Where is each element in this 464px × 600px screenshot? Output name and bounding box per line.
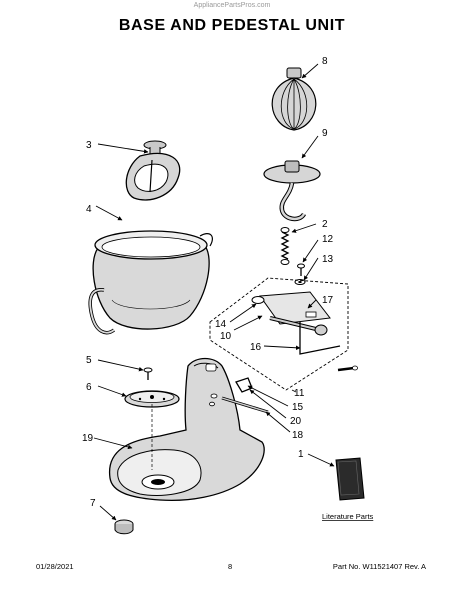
callout-14: 14 bbox=[215, 319, 227, 330]
footer-date: 01/28/2021 bbox=[36, 562, 74, 571]
pin-part[interactable] bbox=[337, 365, 358, 372]
rod-part[interactable] bbox=[221, 396, 269, 414]
hinge-assembly-outline bbox=[209, 277, 349, 391]
flat-beater-part[interactable] bbox=[125, 140, 181, 201]
callout-3: 3 bbox=[86, 140, 92, 151]
callout-7: 7 bbox=[90, 498, 96, 509]
footer-part-number: Part No. W11521407 Rev. A bbox=[332, 562, 426, 571]
callout-5: 5 bbox=[86, 355, 92, 366]
screw-part-12[interactable] bbox=[297, 263, 305, 276]
callout-11: 11 bbox=[294, 388, 305, 399]
callout-2: 2 bbox=[322, 219, 328, 230]
callout-8: 8 bbox=[322, 56, 328, 67]
callout-1: 1 bbox=[298, 449, 304, 460]
literature-booklet-part[interactable] bbox=[335, 457, 365, 501]
callout-17: 17 bbox=[322, 295, 334, 306]
page-title: BASE AND PEDESTAL UNIT bbox=[118, 17, 346, 34]
mixing-bowl-part[interactable] bbox=[88, 230, 213, 335]
spring-part[interactable] bbox=[280, 227, 290, 265]
callout-12: 12 bbox=[322, 234, 334, 245]
hinge-pin-assembly[interactable] bbox=[251, 291, 341, 355]
callout-10: 10 bbox=[220, 331, 232, 342]
leader-lines bbox=[93, 63, 335, 521]
literature-parts-label: Literature Parts bbox=[322, 512, 374, 521]
callout-13: 13 bbox=[322, 254, 334, 265]
screw-part-5[interactable] bbox=[143, 367, 153, 380]
clip-part[interactable] bbox=[235, 377, 253, 393]
footer-page-number: 8 bbox=[228, 562, 233, 571]
callout-15: 15 bbox=[292, 402, 304, 413]
callout-4: 4 bbox=[86, 204, 92, 215]
callout-9: 9 bbox=[322, 128, 328, 139]
callout-6: 6 bbox=[86, 382, 92, 393]
callout-20: 20 bbox=[290, 416, 302, 427]
callout-19: 19 bbox=[82, 433, 94, 444]
rubber-foot-part[interactable] bbox=[114, 519, 134, 535]
pedestal-base-part[interactable] bbox=[108, 357, 265, 502]
callout-18: 18 bbox=[292, 430, 304, 441]
callout-16: 16 bbox=[250, 342, 262, 353]
dough-hook-part[interactable] bbox=[263, 160, 321, 222]
watermark-text: AppliancePartsPros.com bbox=[193, 2, 271, 9]
wire-whip-part[interactable] bbox=[271, 67, 317, 131]
